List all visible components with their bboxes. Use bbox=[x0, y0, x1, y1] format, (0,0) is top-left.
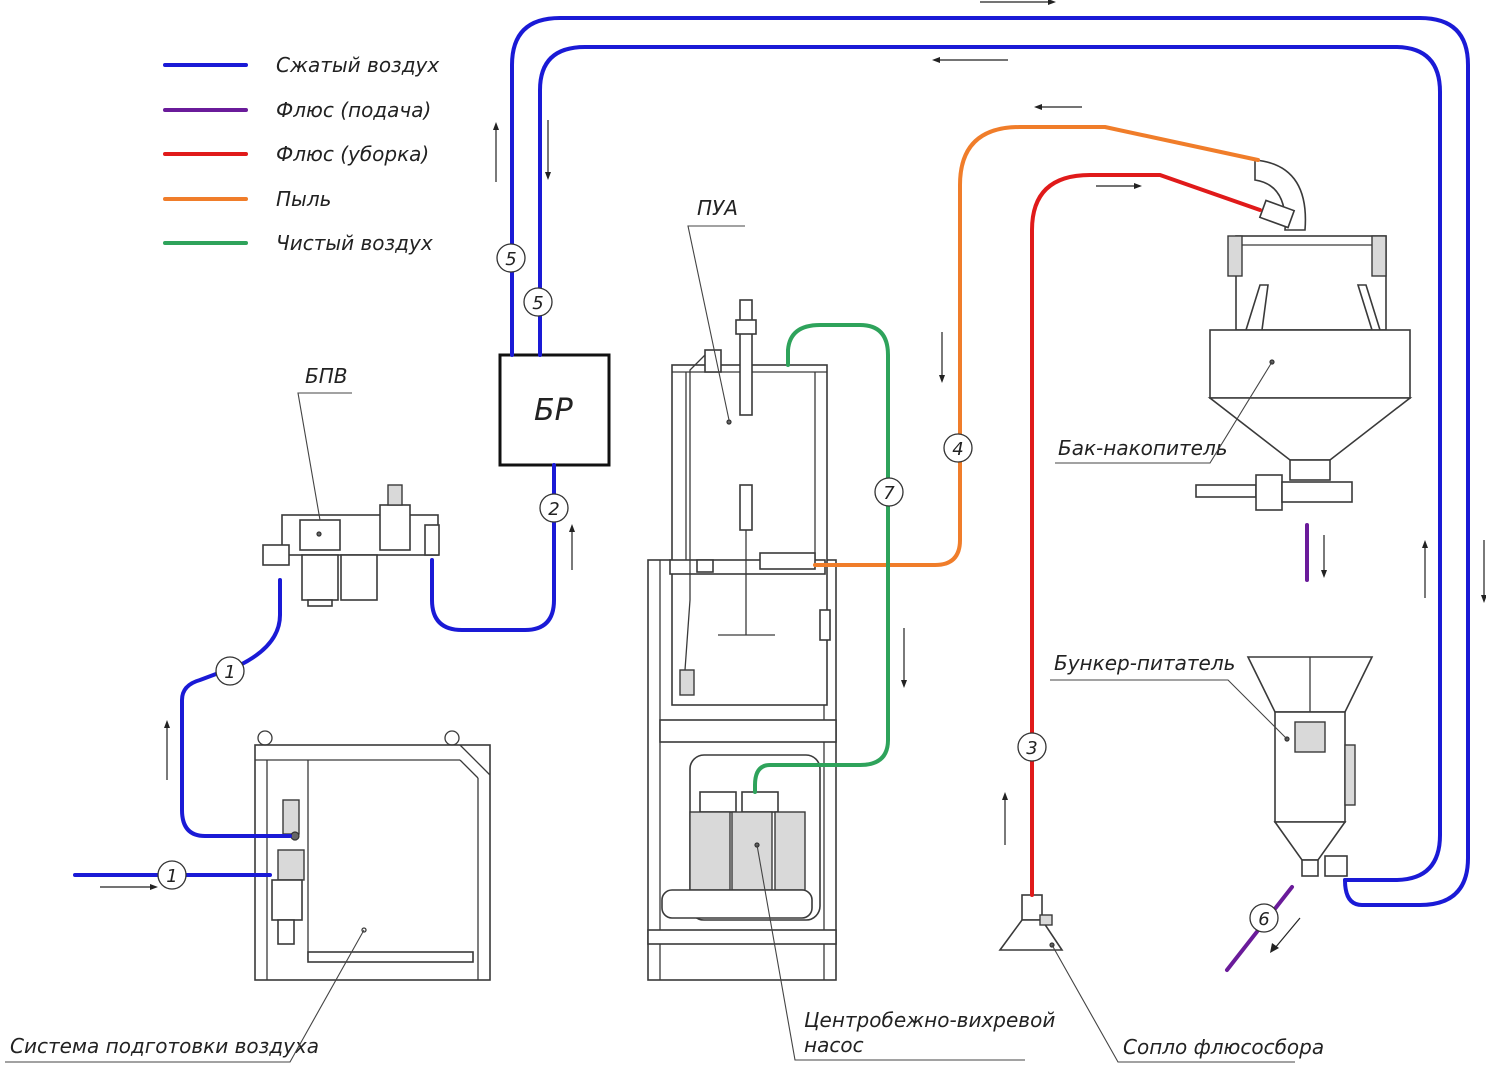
equipment-labels: БПВ ПУА Бак-накопитель Бункер-питатель С… bbox=[5, 196, 1324, 1063]
svg-text:7: 7 bbox=[883, 483, 895, 504]
svg-text:1: 1 bbox=[224, 662, 235, 683]
arrow-down bbox=[545, 120, 551, 180]
svg-text:4: 4 bbox=[952, 439, 963, 460]
label-pump-line1: Центробежно-вихревой bbox=[804, 1008, 1055, 1032]
label-pump-line2: насос bbox=[804, 1033, 864, 1057]
line-marker-3: 3 bbox=[1017, 732, 1047, 762]
pipe-compressed-air-5-inner bbox=[538, 45, 1442, 882]
arrow-down bbox=[1321, 535, 1327, 578]
line-marker-4: 4 bbox=[943, 433, 973, 463]
arrow-down-left bbox=[1270, 917, 1301, 953]
bpv-unit bbox=[262, 484, 440, 607]
line-marker-2: 2 bbox=[539, 493, 569, 523]
line-marker-5-inner: 5 bbox=[523, 287, 553, 317]
br-block: БР bbox=[498, 353, 611, 467]
label-bpv: БПВ bbox=[305, 364, 347, 388]
legend-label-flux-cleanup: Флюс (уборка) bbox=[276, 142, 429, 166]
label-air-system: Система подготовки воздуха bbox=[10, 1034, 319, 1058]
line-marker-6: 6 bbox=[1249, 903, 1279, 933]
pua-unit bbox=[647, 299, 837, 981]
arrow-up bbox=[569, 524, 575, 570]
legend-label-clean-air: Чистый воздух bbox=[276, 231, 433, 255]
storage-tank bbox=[1195, 159, 1413, 511]
arrow-up bbox=[164, 720, 170, 780]
arrow-right bbox=[100, 884, 158, 890]
pipe-flux-cleanup-3 bbox=[1030, 173, 1262, 897]
label-nozzle: Сопло флюсосбора bbox=[1123, 1035, 1324, 1059]
arrow-up bbox=[1422, 540, 1428, 598]
svg-text:2: 2 bbox=[548, 499, 559, 520]
feeder-hopper bbox=[1246, 656, 1374, 877]
br-label: БР bbox=[534, 393, 574, 428]
arrow-up bbox=[1002, 792, 1008, 845]
arrow-left bbox=[932, 57, 1008, 63]
arrow-up bbox=[493, 122, 499, 182]
pipe-dust-4 bbox=[813, 125, 1260, 567]
pipe-compressed-air-5-outer bbox=[510, 16, 1470, 907]
svg-text:6: 6 bbox=[1258, 909, 1269, 930]
line-marker-5-outer: 5 bbox=[496, 243, 526, 273]
arrow-left bbox=[1034, 104, 1082, 110]
arrow-down bbox=[939, 332, 945, 383]
arrow-down bbox=[901, 628, 907, 688]
arrow-down bbox=[1481, 540, 1486, 603]
pipe-clean-air-7 bbox=[753, 323, 890, 794]
label-feeder-hopper: Бункер-питатель bbox=[1054, 651, 1235, 675]
arrow-right bbox=[1096, 183, 1142, 189]
pipe-lines bbox=[73, 16, 1470, 972]
air-preparation-cabinet bbox=[254, 730, 491, 981]
line-marker-1: 1 bbox=[215, 656, 245, 686]
collector-nozzle bbox=[998, 894, 1064, 951]
line-marker-7: 7 bbox=[874, 477, 904, 507]
pipe-compressed-air-2 bbox=[430, 463, 556, 632]
legend-label-dust: Пыль bbox=[276, 187, 331, 211]
label-storage-tank: Бак-накопитель bbox=[1058, 436, 1228, 460]
svg-text:3: 3 bbox=[1026, 738, 1037, 759]
line-marker-1-inlet: 1 bbox=[157, 860, 187, 890]
svg-text:5: 5 bbox=[532, 293, 543, 314]
flow-arrows bbox=[100, 0, 1486, 953]
legend-label-flux-feed: Флюс (подача) bbox=[276, 98, 431, 122]
arrow-right bbox=[980, 0, 1056, 5]
pipe-compressed-air-1 bbox=[180, 578, 292, 838]
svg-text:5: 5 bbox=[505, 249, 516, 270]
line-number-markers: 1 1 2 5 5 7 4 3 bbox=[157, 243, 1279, 933]
legend-label-compressed-air: Сжатый воздух bbox=[276, 53, 439, 77]
svg-text:1: 1 bbox=[166, 866, 177, 887]
legend: Сжатый воздух Флюс (подача) Флюс (уборка… bbox=[163, 53, 439, 255]
label-pua: ПУА bbox=[697, 196, 738, 220]
